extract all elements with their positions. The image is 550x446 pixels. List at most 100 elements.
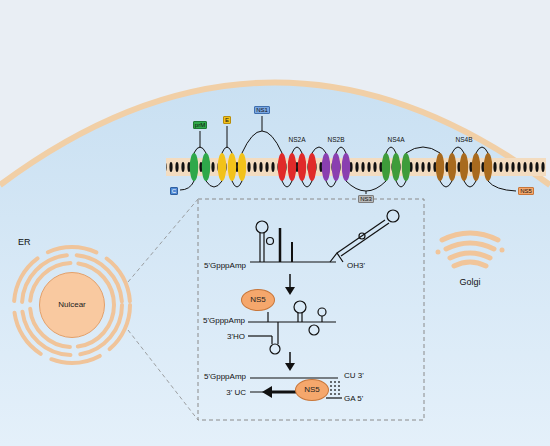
golgi-apparatus — [500, 248, 505, 253]
golgi-apparatus — [450, 253, 490, 258]
node-label: prM — [195, 122, 205, 129]
rna-stage-1 — [337, 220, 385, 253]
transmembrane-helix — [484, 153, 492, 181]
node-label: NS1 — [256, 107, 268, 114]
rna-end-label: CU 3' — [344, 372, 364, 381]
transmembrane-helix — [342, 153, 350, 181]
rna-stage-1 — [330, 253, 343, 262]
endoplasmic-reticulum — [14, 247, 130, 363]
transmembrane-helix — [202, 153, 210, 181]
polyprotein-loop — [194, 131, 488, 191]
rna-stage-1 — [291, 242, 293, 262]
protein-name: NS2B — [328, 136, 345, 143]
cell-body — [0, 83, 550, 446]
transmembrane-helix — [228, 153, 236, 181]
protein-box: NS3 — [358, 195, 374, 204]
node-label: NS3 — [360, 196, 372, 203]
endoplasmic-reticulum — [30, 263, 114, 347]
rna-stage-3 — [250, 391, 296, 392]
rna-stage-2 — [270, 344, 280, 354]
transmembrane-helix — [472, 153, 480, 181]
transmembrane-helix — [436, 153, 444, 181]
rna-stage-2 — [309, 325, 319, 335]
rna-stage-2 — [271, 336, 272, 344]
rna-stage-3 — [250, 377, 338, 378]
rna-stage-3 — [330, 381, 331, 395]
process-arrows — [289, 274, 291, 288]
golgi-apparatus — [446, 243, 494, 249]
rna-stage-2 — [301, 313, 302, 322]
golgi-apparatus — [436, 233, 505, 266]
node-label: E — [225, 117, 229, 124]
transmembrane-helix — [308, 153, 316, 181]
rna-end-label: GA 5' — [344, 395, 363, 404]
box-stubs — [180, 116, 516, 194]
protein-box: E — [223, 116, 231, 125]
transmembrane-helix — [190, 153, 198, 181]
process-arrows — [270, 391, 296, 394]
cell-body — [0, 83, 550, 446]
rna-stage-2 — [321, 316, 322, 322]
rna-stage-2 — [267, 312, 268, 322]
transmembrane-helix — [402, 153, 410, 181]
cell-body — [0, 83, 550, 186]
rna-stage-1 — [256, 221, 268, 233]
transmembrane-helix — [332, 153, 340, 181]
protein-name: NS4B — [456, 136, 473, 143]
rna-stage-2 — [318, 308, 326, 316]
protein-box: NS5 — [518, 187, 534, 196]
node-label: Nulcear — [58, 301, 86, 310]
golgi-apparatus — [442, 233, 498, 240]
organelle-name: Golgi — [459, 278, 480, 288]
node-label: NS5 — [250, 296, 266, 305]
rna-stage-2 — [248, 321, 336, 322]
transmembrane-helix — [218, 153, 226, 181]
node-label: C — [172, 188, 176, 195]
ns5-oval: NS5 — [241, 289, 275, 311]
rna-end-label: 5'GpppAmp — [204, 373, 246, 382]
rna-stage-3 — [334, 381, 335, 395]
process-arrows — [285, 287, 295, 295]
node-label: NS5 — [304, 386, 320, 395]
transmembrane-helix — [238, 153, 246, 181]
rna-stage-3 — [338, 381, 339, 395]
protein-box: prM — [193, 121, 207, 130]
zoom-lines — [128, 199, 424, 420]
rna-end-label: 3'HO — [227, 333, 245, 342]
rna-stage-1 — [263, 233, 264, 262]
transmembrane-helix — [392, 153, 400, 181]
rna-stage-1 — [341, 223, 389, 256]
rna-stage-1 — [259, 233, 260, 262]
endoplasmic-reticulum — [22, 255, 122, 355]
protein-box: NS1 — [254, 106, 270, 115]
rna-stage-2 — [248, 335, 272, 336]
process-arrows — [289, 352, 291, 364]
transmembrane-helix — [298, 153, 306, 181]
zoom-lines — [128, 330, 198, 420]
protein-name: NS2A — [289, 136, 306, 143]
rna-stage-2 — [277, 322, 278, 344]
process-arrows — [285, 363, 295, 371]
nucleus-circle: Nulcear — [39, 272, 105, 338]
rna-stage-1 — [387, 210, 399, 222]
box-stubs — [180, 181, 194, 190]
box-stubs — [200, 131, 201, 148]
rna-stage-2 — [294, 301, 306, 313]
box-stubs — [366, 191, 367, 194]
transmembrane-helix — [322, 153, 330, 181]
rna-end-label: 3' UC — [226, 389, 246, 398]
node-label: NS5 — [520, 188, 532, 195]
rna-end-label: 5'GpppAmp — [203, 317, 245, 326]
box-stubs — [488, 181, 516, 191]
zoom-lines — [198, 199, 424, 420]
rna-stage-1 — [279, 228, 282, 262]
transmembrane-helix — [382, 153, 390, 181]
organelle-name: ER — [18, 238, 31, 248]
rna-stage-1 — [267, 238, 274, 245]
polyprotein-chain — [190, 131, 492, 191]
rna-end-label: OH3' — [347, 262, 365, 271]
rna-stage-3 — [326, 397, 342, 398]
protein-box: C — [170, 187, 178, 196]
golgi-apparatus — [436, 250, 441, 255]
